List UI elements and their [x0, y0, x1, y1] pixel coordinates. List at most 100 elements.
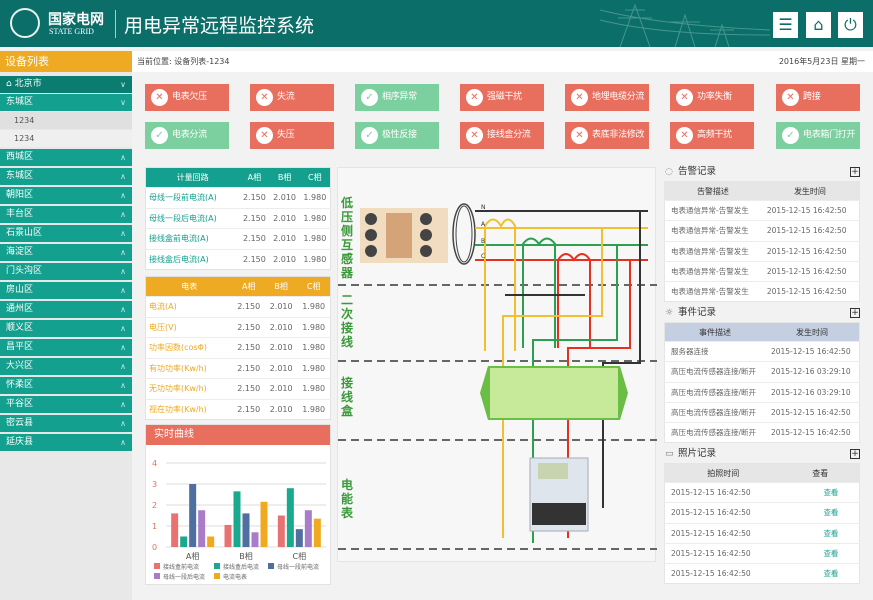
sidebar-device[interactable]: 1234	[0, 130, 132, 147]
sidebar-item-district[interactable]: 海淀区∧	[0, 244, 132, 261]
sidebar-item-city[interactable]: ⌂ 北京市∨	[0, 76, 132, 93]
legend-label: 母线一段前电流	[277, 563, 319, 571]
sidebar-item-expanded[interactable]: 东城区∨	[0, 94, 132, 111]
column-header: A相	[232, 276, 265, 297]
sidebar-device[interactable]: 1234	[0, 112, 132, 129]
table-cell: 电表通信异常-告警发生	[664, 281, 761, 302]
x-icon: ✕	[676, 127, 693, 144]
status-button[interactable]: ✕电表欠压	[145, 84, 229, 111]
sidebar-item-district[interactable]: 朝阳区∧	[0, 187, 132, 204]
sidebar-item-district[interactable]: 延庆县∧	[0, 434, 132, 451]
x-tick-label: A相	[186, 551, 199, 561]
legend-swatch	[214, 563, 220, 569]
status-button[interactable]: ✕强磁干扰	[460, 84, 544, 111]
bar-1-2	[242, 513, 250, 547]
bar-1-0	[224, 524, 232, 547]
sidebar-item-district[interactable]: 昌平区∧	[0, 339, 132, 356]
view-link[interactable]: 查看	[781, 563, 860, 584]
status-button[interactable]: ✕功率失衡	[670, 84, 754, 111]
table-cell: 2.150	[232, 398, 265, 420]
legend-label: 电流电表	[223, 573, 247, 581]
chevron-up-icon: ∧	[120, 381, 126, 390]
status-button[interactable]: ✕接线盒分流	[460, 122, 544, 149]
view-link[interactable]: 查看	[781, 542, 860, 564]
table-cell: 母线一段后电流(A)	[145, 207, 240, 229]
table-cell: 2.010	[264, 378, 298, 399]
table-cell: 1.980	[297, 357, 331, 379]
sidebar-item-district[interactable]: 门头沟区∧	[0, 263, 132, 280]
view-link[interactable]: 查看	[781, 522, 860, 544]
status-button[interactable]: ✕高频干扰	[670, 122, 754, 149]
table-cell: 2015-12-15 16:42:50	[764, 340, 860, 362]
x-icon: ✕	[466, 89, 483, 106]
table-cell: 2.150	[239, 248, 270, 270]
bar-0-3	[198, 510, 206, 547]
sidebar-item-district[interactable]: 通州区∧	[0, 301, 132, 318]
status-button[interactable]: ✕失流	[250, 84, 334, 111]
expand-button[interactable]: +	[850, 308, 860, 318]
status-button[interactable]: ✕跨接	[776, 84, 860, 111]
bar-0-0	[171, 513, 179, 547]
brand-name-en: STATE GRID	[49, 27, 94, 36]
sidebar-item-district[interactable]: 大兴区∧	[0, 358, 132, 375]
status-button[interactable]: ✓电表分流	[145, 122, 229, 149]
sidebar-item-district[interactable]: 丰台区∧	[0, 206, 132, 223]
sidebar-item-district[interactable]: 东城区∧	[0, 168, 132, 185]
table-cell: 1.980	[299, 248, 331, 270]
status-button[interactable]: ✓相序异常	[355, 84, 439, 111]
sidebar-item-district[interactable]: 石景山区∧	[0, 225, 132, 242]
table-cell: 2015-12-15 16:42:50	[664, 502, 782, 524]
column-header: B相	[264, 276, 298, 297]
sidebar-item-district[interactable]: 房山区∧	[0, 282, 132, 299]
x-tick-label: B相	[239, 551, 253, 561]
view-link[interactable]: 查看	[781, 481, 860, 503]
chevron-up-icon: ∧	[120, 305, 126, 314]
home-button[interactable]: ⌂	[806, 12, 831, 38]
table-cell: 2.010	[264, 337, 298, 358]
expand-button[interactable]: +	[850, 449, 860, 459]
view-link[interactable]: 查看	[781, 502, 860, 524]
sidebar-item-district[interactable]: 密云县∧	[0, 415, 132, 432]
status-button[interactable]: ✕表底非法修改	[565, 122, 649, 149]
status-button[interactable]: ✓极性反接	[355, 122, 439, 149]
status-button[interactable]: ✕失压	[250, 122, 334, 149]
section-label: 电能表	[341, 478, 354, 520]
y-tick-label: 4	[152, 459, 157, 468]
image-icon: ▭	[665, 449, 674, 459]
sidebar-item-district[interactable]: 怀柔区∧	[0, 377, 132, 394]
expand-button[interactable]: +	[850, 167, 860, 177]
menu-button[interactable]: ☰	[773, 12, 798, 38]
chevron-up-icon: ∧	[120, 153, 126, 162]
sidebar-item-district[interactable]: 平谷区∧	[0, 396, 132, 413]
table-cell: 电流(A)	[145, 296, 233, 317]
status-button[interactable]: ✕地埋电缆分流	[565, 84, 649, 111]
table-cell: 母线一段前电流(A)	[145, 187, 240, 208]
table-cell: 1.980	[299, 207, 331, 229]
column-header: 发生时间	[764, 322, 860, 342]
status-button[interactable]: ✓电表箱门打开	[776, 122, 860, 149]
chevron-up-icon: ∧	[120, 210, 126, 219]
power-button[interactable]: ⏻	[838, 12, 863, 38]
legend-swatch	[268, 563, 274, 569]
sidebar-item-district[interactable]: 西城区∧	[0, 149, 132, 166]
column-header: 告警描述	[664, 181, 761, 201]
x-icon: ✕	[466, 127, 483, 144]
bar-2-1	[286, 488, 294, 547]
x-tick-label: C相	[293, 551, 307, 561]
sidebar-item-district[interactable]: 顺义区∧	[0, 320, 132, 337]
column-header: 电表	[145, 276, 233, 297]
table-cell: 2.150	[239, 207, 270, 229]
power-icon: ⏻	[844, 15, 857, 34]
bar-2-0	[277, 515, 285, 547]
